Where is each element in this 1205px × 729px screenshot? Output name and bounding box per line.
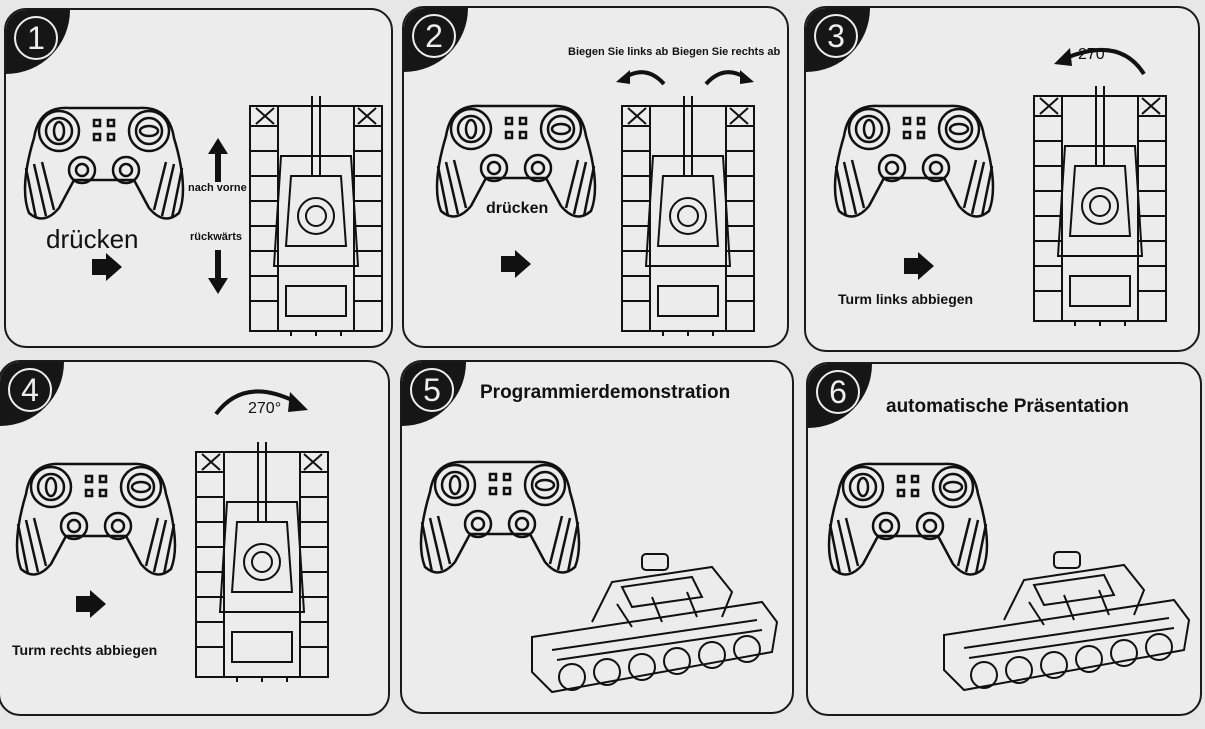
step-badge: 5 xyxy=(402,362,466,426)
step-5-panel: 5 Programmierdemonstration xyxy=(400,360,794,714)
turn-left-label: Biegen Sie links ab xyxy=(568,46,669,58)
tank-side-icon xyxy=(522,542,782,712)
tank-topview-icon xyxy=(1030,86,1170,326)
curved-arrow-icon xyxy=(704,70,754,86)
turret-right-caption: Turm rechts abbiegen xyxy=(12,642,158,658)
controller-icon xyxy=(14,98,194,228)
arrow-right-icon xyxy=(904,252,934,280)
arrow-down-icon xyxy=(208,250,228,294)
tank-topview-icon xyxy=(618,96,758,336)
forward-label: nach vorne xyxy=(188,182,247,194)
step-badge: 6 xyxy=(808,364,872,428)
turn-right-label: Biegen Sie rechts ab xyxy=(672,46,781,58)
arrow-up-icon xyxy=(208,138,228,182)
curved-arrow-icon xyxy=(1054,48,1146,76)
arrow-right-icon xyxy=(501,250,531,278)
rotation-label: 270° xyxy=(248,400,282,417)
tank-side-icon xyxy=(934,540,1194,710)
step-badge: 3 xyxy=(806,8,870,72)
controller-icon xyxy=(824,96,1004,226)
step-4-panel: 4 270° Turm rechts abbiegen xyxy=(0,360,390,716)
step-1-panel: 1 nach vorne rückwärts drücken xyxy=(4,8,393,348)
step-badge: 4 xyxy=(0,362,64,426)
auto-presentation-title: automatische Präsentation xyxy=(886,396,1129,417)
arrow-right-icon xyxy=(76,590,106,618)
arrow-right-icon xyxy=(92,253,122,281)
turret-left-caption: Turm links abbiegen xyxy=(838,291,974,307)
press-label: drücken xyxy=(486,200,549,217)
controller-icon xyxy=(6,454,186,584)
tank-topview-icon xyxy=(192,442,332,682)
step-badge: 2 xyxy=(404,8,468,72)
tank-topview-icon xyxy=(246,96,386,336)
curved-arrow-icon xyxy=(214,389,308,416)
step-3-panel: 3 270° Turm links abbiegen xyxy=(804,6,1200,352)
curved-arrow-icon xyxy=(616,70,666,86)
rotation-label: 270° xyxy=(1078,46,1112,63)
backward-label: rückwärts xyxy=(190,231,242,243)
step-6-panel: 6 automatische Präsentation xyxy=(806,362,1202,716)
step-2-panel: 2 Biegen Sie links ab Biegen Sie rechts … xyxy=(402,6,789,348)
step-badge: 1 xyxy=(6,10,70,74)
press-label: drücken xyxy=(46,224,139,254)
program-demo-title: Programmierdemonstration xyxy=(480,382,731,403)
